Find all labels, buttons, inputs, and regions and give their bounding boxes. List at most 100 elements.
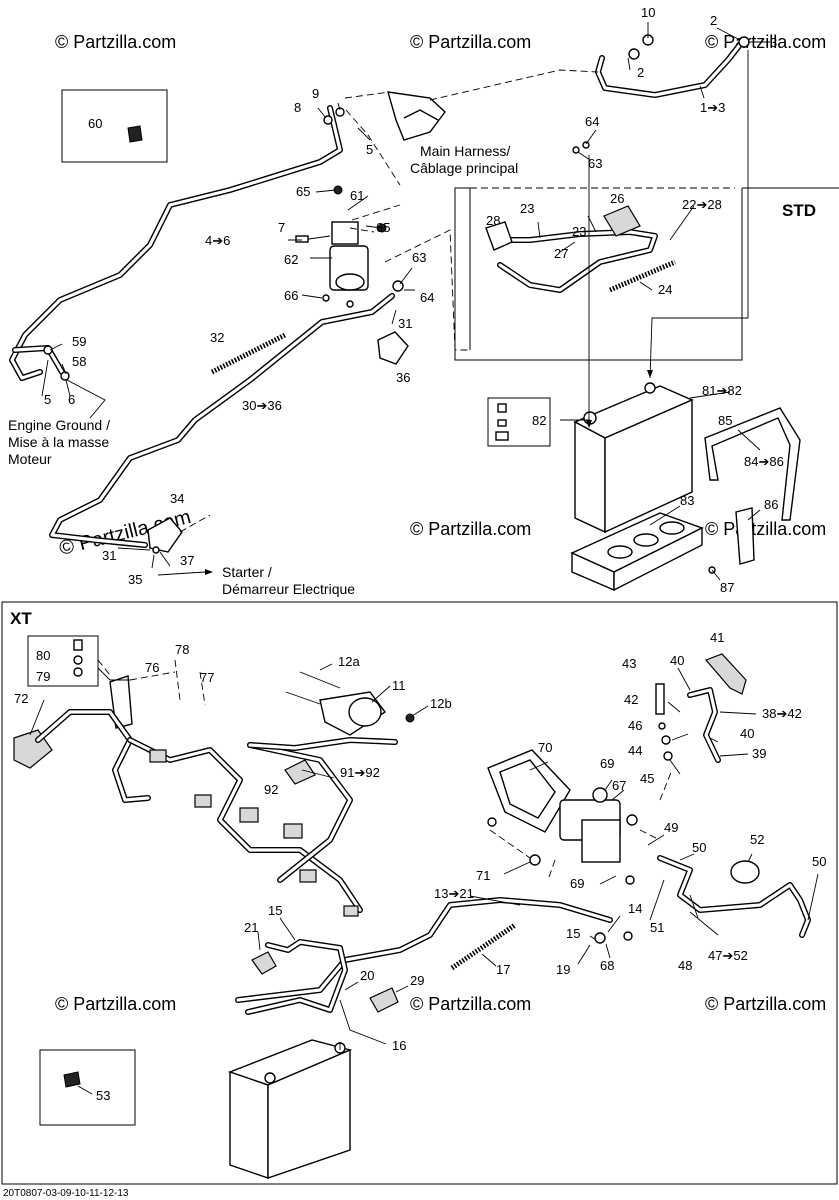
nut-71	[529, 854, 541, 866]
callout: 4➔6	[205, 233, 230, 248]
connector-92	[284, 759, 316, 785]
callout: 20	[360, 968, 374, 983]
callout: 64	[420, 290, 434, 305]
callout: 1➔3	[700, 100, 725, 115]
xt-section: XT	[1, 601, 838, 1185]
callout: 86	[764, 497, 778, 512]
callout: 50	[692, 840, 706, 855]
nut-68	[623, 931, 633, 941]
callout: 41	[710, 630, 724, 645]
solenoid-67	[559, 787, 638, 863]
callout: 77	[200, 670, 214, 685]
callout: 67	[612, 778, 626, 793]
callout: 40	[740, 726, 754, 741]
note-main-harness-fr: Câblage principal	[410, 160, 518, 176]
callout: 49	[664, 820, 678, 835]
callout: 85	[718, 413, 732, 428]
frame-82	[487, 397, 551, 447]
callout: 6	[68, 392, 75, 407]
callout: 53	[96, 1088, 110, 1103]
callout: 24	[658, 282, 672, 297]
callout: 10	[641, 5, 655, 20]
relay-11	[285, 671, 415, 736]
callout: 70	[538, 740, 552, 755]
callout: 68	[600, 958, 614, 973]
watermark: © Partzilla.com	[410, 994, 531, 1014]
callout: 17	[496, 962, 510, 977]
nut-63	[572, 146, 580, 154]
boot-34	[147, 517, 183, 553]
callout: 9	[312, 86, 319, 101]
callout: 19	[556, 962, 570, 977]
watermark: © Partzilla.com	[55, 32, 176, 52]
cable-4-6	[9, 105, 343, 381]
callout: 12a	[338, 654, 360, 669]
std-section: 10 2 3 2 1➔3 9 8 5 60 64 63 65 61 7 65 6…	[8, 5, 839, 597]
callout: 63	[588, 156, 602, 171]
callout: 92	[264, 782, 278, 797]
callout: 52	[750, 832, 764, 847]
callout: 66	[284, 288, 298, 303]
box-70	[487, 749, 571, 833]
terminal-28	[485, 221, 513, 251]
callout: 80	[36, 648, 50, 663]
xt-frame	[1, 601, 838, 1185]
watermark: © Partzilla.com	[705, 994, 826, 1014]
xt-heading: XT	[10, 609, 32, 628]
callout: 5	[366, 142, 373, 157]
callout: 22➔28	[682, 197, 722, 212]
frame-53	[39, 1049, 136, 1126]
relay-62	[295, 185, 387, 308]
boot-29	[369, 987, 399, 1013]
callout: 39	[752, 746, 766, 761]
main-harness-connector	[387, 91, 446, 141]
boot-36	[377, 331, 409, 365]
callout: 65	[376, 220, 390, 235]
note-engine-ground: Engine Ground /	[8, 417, 110, 433]
callout: 44	[628, 743, 642, 758]
callout: 2	[637, 65, 644, 80]
callout: 62	[284, 252, 298, 267]
callout: 71	[476, 868, 490, 883]
callout: 15	[566, 926, 580, 941]
callout: 26	[610, 191, 624, 206]
callout: 51	[650, 920, 664, 935]
callout: 8	[294, 100, 301, 115]
note-engine-ground-fr: Mise à la masse	[8, 434, 109, 450]
washer-64	[582, 141, 590, 149]
callout: 42	[624, 692, 638, 707]
frame-80	[27, 635, 99, 687]
callout: 83	[680, 493, 694, 508]
callout: 38➔42	[762, 706, 802, 721]
callout: 47➔52	[708, 948, 748, 963]
std-heading: STD	[782, 201, 816, 220]
callout: 2	[710, 13, 717, 28]
callout: 27	[554, 246, 568, 261]
callout: 58	[72, 354, 86, 369]
callout: 81➔82	[702, 383, 742, 398]
callout: 13➔21	[434, 886, 474, 901]
washer-9	[335, 107, 345, 117]
callout: 30➔36	[242, 398, 282, 413]
diagram-code: 20T0807-03-09-10-11-12-13	[3, 1188, 129, 1199]
callout: 91➔92	[340, 765, 380, 780]
battery-81	[573, 382, 694, 534]
callout: 23	[520, 201, 534, 216]
callout: 7	[278, 220, 285, 235]
clip-60	[127, 125, 143, 143]
bracket-86	[735, 507, 755, 565]
callout: 79	[36, 669, 50, 684]
callout: 72	[14, 691, 28, 706]
wiring-harness	[127, 737, 363, 917]
watermark: © Partzilla.com	[705, 519, 826, 539]
callout: 11	[392, 678, 406, 693]
battery-xt	[227, 1039, 353, 1179]
note-engine-ground-fr2: Moteur	[8, 451, 52, 467]
bolt-43	[655, 683, 665, 715]
callout: 64	[585, 114, 599, 129]
callout: 37	[180, 553, 194, 568]
callout: 69	[570, 876, 584, 891]
callout: 63	[412, 250, 426, 265]
callout: 36	[396, 370, 410, 385]
